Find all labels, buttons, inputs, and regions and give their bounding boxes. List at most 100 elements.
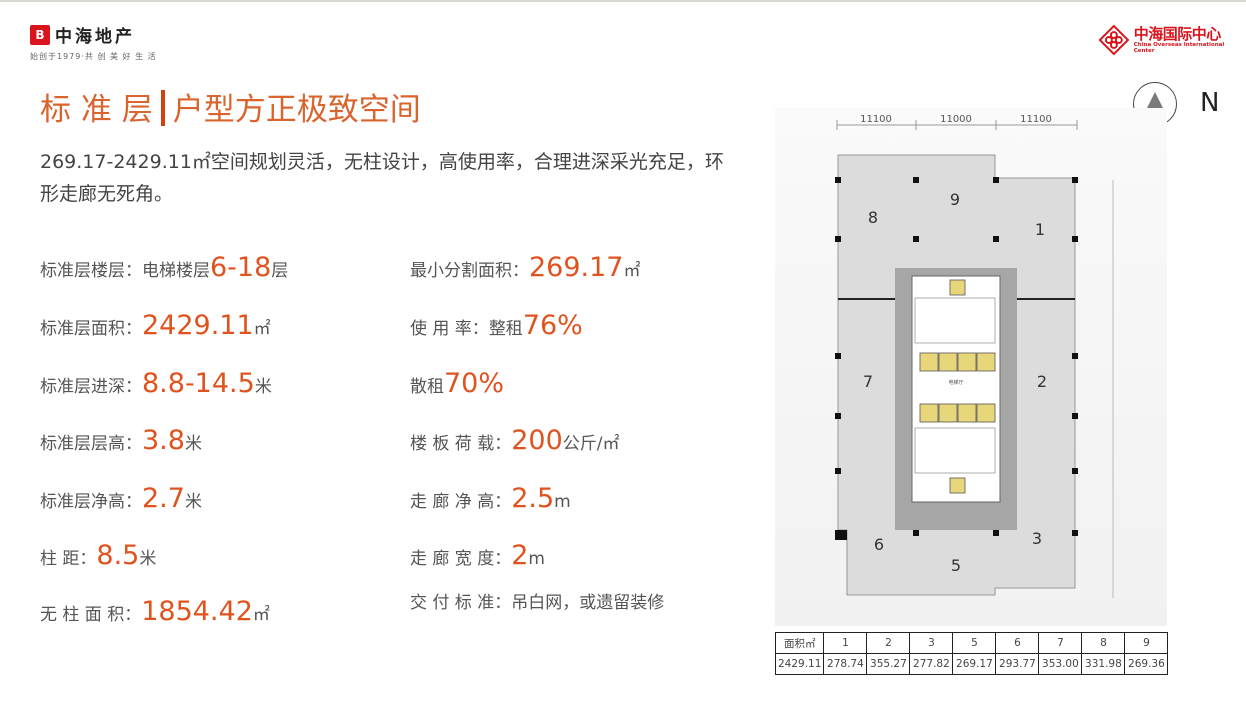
spec-item: 标准层层高：3.8米 — [40, 425, 202, 456]
unit-label: 2 — [1037, 372, 1047, 391]
spec-value: 2.5 — [511, 483, 555, 514]
unit-label: 8 — [868, 208, 878, 227]
spec-item: 走 廊 宽 度：2m — [410, 540, 545, 571]
top-divider — [0, 0, 1246, 2]
title-divider — [160, 90, 165, 126]
table-cell: 2429.11 — [774, 653, 825, 675]
table-header-cell: 9 — [1124, 632, 1169, 654]
spec-unit: ㎡ — [252, 605, 270, 625]
spec-value: 8.5 — [96, 540, 140, 571]
table-header-cell: 3 — [909, 632, 954, 654]
spec-unit: 公斤/㎡ — [562, 434, 620, 454]
spec-prefix: 电梯楼层 — [142, 261, 210, 281]
spec-label: 走 廊 宽 度： — [410, 549, 512, 569]
spec-label: 交 付 标 准： — [410, 593, 512, 613]
spec-unit: m — [528, 549, 545, 569]
spec-label: 无 柱 面 积： — [40, 605, 142, 625]
spec-label: 标准层面积： — [40, 319, 142, 339]
lattice-logo-icon — [1098, 24, 1130, 56]
spec-prefix: 散租 — [410, 377, 444, 397]
spec-unit: ㎡ — [623, 261, 641, 281]
spec-prefix: 整租 — [488, 319, 523, 339]
spec-unit: 米 — [184, 492, 202, 512]
spec-value: 2 — [511, 540, 529, 571]
spec-value: 2429.11 — [142, 310, 254, 341]
logo-badge-icon: B — [30, 24, 50, 45]
logo-slogan: 始创于1979·共 创 美 好 生 活 — [30, 52, 157, 61]
spec-unit: m — [554, 492, 571, 512]
dimension-label: 11100 — [860, 114, 892, 125]
table-header-cell: 2 — [866, 632, 911, 654]
unit-label: 9 — [950, 190, 960, 209]
table-cell: 278.74 — [823, 653, 868, 675]
table-cell: 331.98 — [1081, 653, 1126, 675]
spec-unit: 米 — [139, 549, 157, 569]
lobby-label: 电梯厅 — [948, 379, 963, 386]
table-cell: 355.27 — [866, 653, 911, 675]
spec-value: 269.17 — [529, 252, 624, 283]
spec-unit: 米 — [254, 377, 272, 397]
north-label: N — [1200, 88, 1220, 118]
spec-item: 走 廊 净 高：2.5m — [410, 483, 571, 514]
unit-label: 7 — [863, 372, 873, 391]
spec-unit: 米 — [184, 434, 202, 454]
spec-value: 70% — [444, 368, 505, 399]
table-cell: 269.36 — [1124, 653, 1169, 675]
table-cell: 353.00 — [1038, 653, 1083, 675]
spec-label: 柱 距： — [40, 549, 97, 569]
spec-label: 最小分割面积： — [410, 261, 529, 281]
spec-label: 使 用 率： — [410, 319, 489, 339]
spec-item: 楼 板 荷 载：200公斤/㎡ — [410, 425, 620, 456]
spec-value: 3.8 — [142, 425, 185, 456]
spec-item: 标准层净高：2.7米 — [40, 483, 202, 514]
spec-item: 无 柱 面 积：1854.42㎡ — [40, 596, 270, 627]
unit-label: 5 — [951, 556, 961, 575]
table-header-cell: 8 — [1081, 632, 1126, 654]
center-logo: 中海国际中心 China Overseas International Cent… — [1098, 24, 1246, 56]
table-cell: 269.17 — [952, 653, 997, 675]
table-header-cell: 1 — [823, 632, 868, 654]
table-header-cell: 面积㎡ — [774, 632, 825, 654]
spec-value: 200 — [511, 425, 563, 456]
spec-item: 使 用 率：整租76% — [410, 310, 583, 341]
unit-label: 6 — [874, 535, 884, 554]
spec-item: 散租70% — [410, 368, 504, 399]
spec-label: 标准层净高： — [40, 492, 142, 512]
spec-value: 76% — [522, 310, 583, 341]
spec-unit: 层 — [271, 261, 289, 281]
page-title: 标 准 层户型方正极致空间 — [40, 84, 421, 129]
spec-item: 标准层进深：8.8-14.5米 — [40, 368, 272, 399]
table-header-cell: 7 — [1038, 632, 1083, 654]
logo-name: 中海地产 — [55, 27, 135, 47]
spec-label: 标准层楼层： — [40, 261, 142, 281]
spec-label: 走 廊 净 高： — [410, 492, 512, 512]
spec-item: 标准层面积：2429.11㎡ — [40, 310, 271, 341]
spec-value: 1854.42 — [141, 596, 253, 627]
spec-item: 柱 距：8.5米 — [40, 540, 156, 571]
spec-label: 楼 板 荷 载： — [410, 434, 512, 454]
table-header-cell: 5 — [952, 632, 997, 654]
floor-plan: 11100 11000 11100 电梯厅 1 2 3 5 6 7 8 9 — [775, 108, 1167, 626]
spec-label: 标准层层高： — [40, 434, 142, 454]
spec-item: 标准层楼层：电梯楼层6-18层 — [40, 252, 288, 283]
dimension-label: 11100 — [1020, 114, 1052, 125]
spec-unit: ㎡ — [253, 319, 271, 339]
title-left: 标 准 层 — [40, 92, 153, 128]
spec-label: 标准层进深： — [40, 377, 142, 397]
description: 269.17-2429.11㎡空间规划灵活，无柱设计，高使用率，合理进深采光充足… — [40, 151, 724, 205]
unit-label: 3 — [1032, 529, 1042, 548]
spec-value: 6-18 — [210, 252, 272, 283]
table-cell: 277.82 — [909, 653, 954, 675]
table-cell: 293.77 — [995, 653, 1040, 675]
title-right: 户型方正极致空间 — [172, 92, 421, 128]
floor-plan-drawing: 11100 11000 11100 电梯厅 1 2 3 5 6 7 8 9 — [835, 114, 1114, 598]
spec-item: 最小分割面积：269.17㎡ — [410, 252, 640, 283]
unit-label: 1 — [1035, 220, 1045, 239]
center-name-cn: 中海国际中心 — [1133, 25, 1222, 43]
center-name-en: China Overseas International Center — [1133, 42, 1225, 54]
spec-item: 交 付 标 准：吊白网，或遗留装修 — [410, 584, 664, 615]
